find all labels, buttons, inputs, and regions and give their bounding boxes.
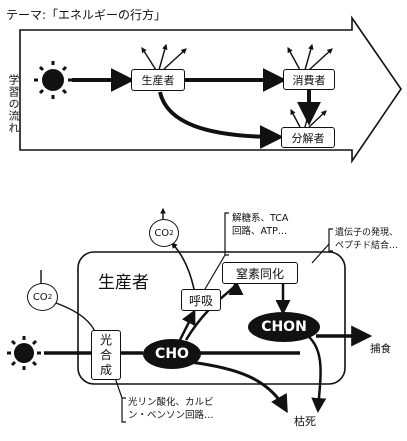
co2-left-subscript: 2 bbox=[47, 293, 53, 301]
flow-big-arrow bbox=[19, 15, 402, 164]
arrow-respiration-to-co2 bbox=[171, 242, 195, 290]
calvin-note-line1: 光リン酸化、カルビ bbox=[128, 397, 214, 408]
calvin-note-line2: ン・ベンソン回路… bbox=[128, 410, 214, 421]
nitrogen-assimilation-box: 窒素同化 bbox=[222, 262, 298, 284]
co2-top-subscript: 2 bbox=[169, 229, 174, 237]
chon-node: CHON bbox=[248, 312, 320, 342]
co2-left-text: CO bbox=[32, 291, 48, 303]
decomposer-box: 分解者 bbox=[281, 127, 335, 148]
photosynthesis-char2: 合 bbox=[99, 347, 112, 362]
co2-top-text: CO bbox=[154, 227, 170, 239]
producer-box: 生産者 bbox=[131, 69, 185, 91]
respiration-note-bracket bbox=[224, 212, 229, 256]
gene-note: 遺伝子の発現、 ペプチド結合… bbox=[335, 227, 398, 253]
arrow-cho-to-death bbox=[189, 360, 288, 414]
consumer-box: 消費者 bbox=[283, 69, 335, 90]
sun-icon-top bbox=[34, 61, 72, 99]
death-label: 枯死 bbox=[294, 415, 316, 428]
arrow-producer-to-decomposer bbox=[158, 91, 284, 149]
respiration-note: 解糖系、TCA 回路、ATP… bbox=[232, 212, 288, 238]
diagram-title: テーマ:「エネルギーの行方」 bbox=[6, 8, 167, 22]
photosynthesis-char3: 成 bbox=[99, 362, 112, 377]
gene-note-bracket bbox=[328, 228, 333, 252]
learning-flow-label: 学習の流れ bbox=[7, 74, 20, 134]
arrow-chon-to-death bbox=[307, 335, 327, 413]
sun-icon-bottom bbox=[7, 336, 41, 370]
respiration-note-line1: 解糖系、TCA bbox=[232, 213, 289, 224]
arrow-cho-to-respiration bbox=[178, 309, 196, 341]
cho-node: CHO bbox=[143, 339, 201, 369]
predation-label: 捕食 bbox=[370, 343, 391, 355]
respiration-note-line2: 回路、ATP… bbox=[232, 226, 288, 237]
calvin-note-bracket bbox=[121, 397, 126, 423]
calvin-note: 光リン酸化、カルビ ン・ベンソン回路… bbox=[128, 396, 214, 422]
producer-region-label: 生産者 bbox=[98, 273, 149, 293]
respiration-box: 呼吸 bbox=[181, 289, 221, 311]
photosynthesis-box: 光 合 成 bbox=[91, 330, 121, 380]
gene-note-line2: ペプチド結合… bbox=[335, 241, 399, 251]
gene-note-line1: 遺伝子の発現、 bbox=[335, 228, 399, 238]
photosynthesis-char1: 光 bbox=[99, 332, 112, 347]
